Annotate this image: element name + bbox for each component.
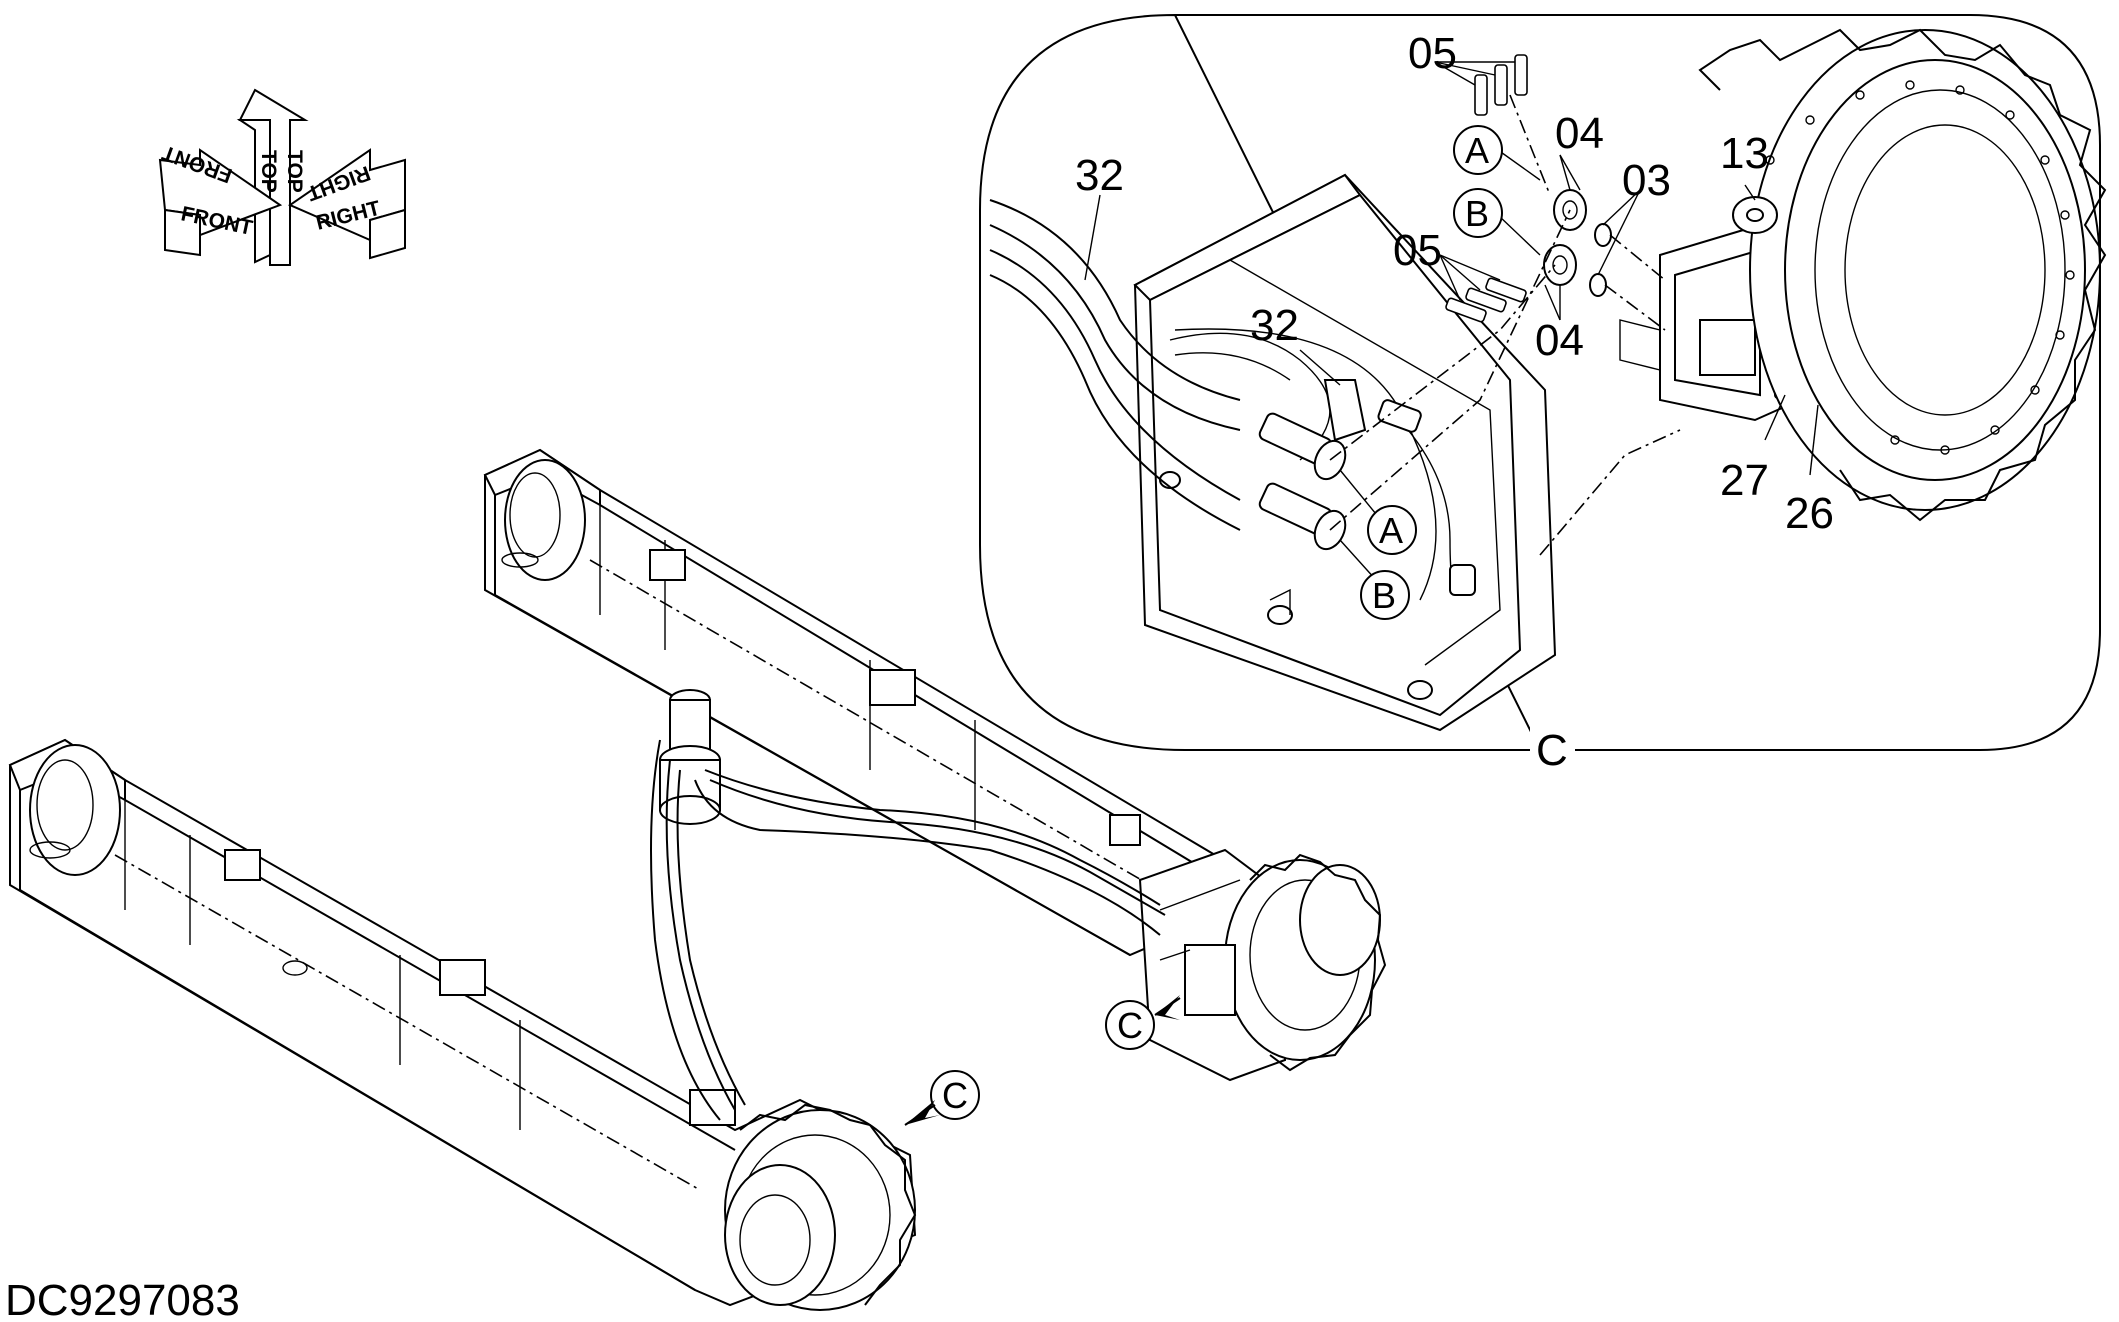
svg-text:A: A	[1379, 510, 1403, 551]
assembly-centerlines	[1329, 94, 1681, 556]
track-motor-right	[1138, 848, 1387, 1082]
flange-parts	[1445, 54, 1612, 323]
callout-c-right-frame: C	[1105, 995, 1181, 1050]
part-number-05-upper: 05	[1408, 29, 1457, 78]
top-arrow-label: TOP	[257, 150, 280, 193]
side-frame-right	[483, 448, 1237, 957]
svg-text:C: C	[1117, 1005, 1143, 1046]
center-swivel-joint	[659, 689, 721, 825]
part-number-04-lower: 04	[1535, 316, 1584, 365]
svg-text:C: C	[942, 1075, 968, 1116]
frame-boss-3	[1407, 680, 1433, 700]
svg-text:B: B	[1372, 575, 1396, 616]
bracket-5	[439, 959, 486, 996]
bracket-2	[869, 669, 916, 706]
svg-text:B: B	[1465, 193, 1489, 234]
circle-label-b-lower: B	[1360, 570, 1410, 620]
side-frame-left	[8, 738, 917, 1307]
detail-c-title: C	[1536, 726, 1568, 775]
part-number-32-lower: 32	[1250, 301, 1299, 350]
detail-boundary	[979, 13, 2101, 751]
callout-c-left-frame: C	[904, 1070, 980, 1126]
top-arrow-label-2: TOP	[283, 150, 306, 193]
frame-boss-1	[1159, 471, 1181, 489]
orientation-arrows-icon: FRONT FRONT TOP TOP RIGHT RIGHT	[158, 88, 406, 266]
part-number-26: 26	[1785, 489, 1834, 538]
bracket-6	[689, 1089, 736, 1126]
part-number-03: 03	[1622, 156, 1671, 205]
circle-label-a-lower: A	[1367, 505, 1417, 555]
split-flange-lower	[1543, 244, 1577, 286]
main-hoses	[650, 739, 1166, 1121]
circle-label-b-upper: B	[1453, 188, 1503, 238]
detail-sprocket	[1698, 28, 2107, 522]
leader-lines	[1084, 61, 1819, 591]
detail-c-view: C	[979, 13, 2107, 775]
o-ring-upper	[1594, 223, 1612, 247]
o-ring-lower	[1589, 273, 1607, 297]
part-number-13: 13	[1720, 129, 1769, 178]
motor-hub-left	[724, 1164, 836, 1306]
svg-text:A: A	[1465, 130, 1489, 171]
part-number-04-upper: 04	[1555, 109, 1604, 158]
idler-wheel-right	[504, 459, 586, 581]
detail-hoses	[989, 199, 1461, 589]
frame-boss-2	[1267, 605, 1293, 625]
part-number-27: 27	[1720, 456, 1769, 505]
bracket-1	[649, 549, 686, 581]
bracket-4	[224, 849, 261, 881]
drawing-id: DC9297083	[5, 1276, 240, 1322]
track-motor-left	[724, 1103, 917, 1311]
part-number-05-lower: 05	[1393, 226, 1442, 275]
part-number-32-upper: 32	[1075, 151, 1124, 200]
circle-label-a-upper: A	[1453, 125, 1503, 175]
motor-block-right	[1184, 944, 1236, 1016]
idler-wheel-left	[29, 744, 121, 876]
bracket-3	[1109, 814, 1141, 846]
